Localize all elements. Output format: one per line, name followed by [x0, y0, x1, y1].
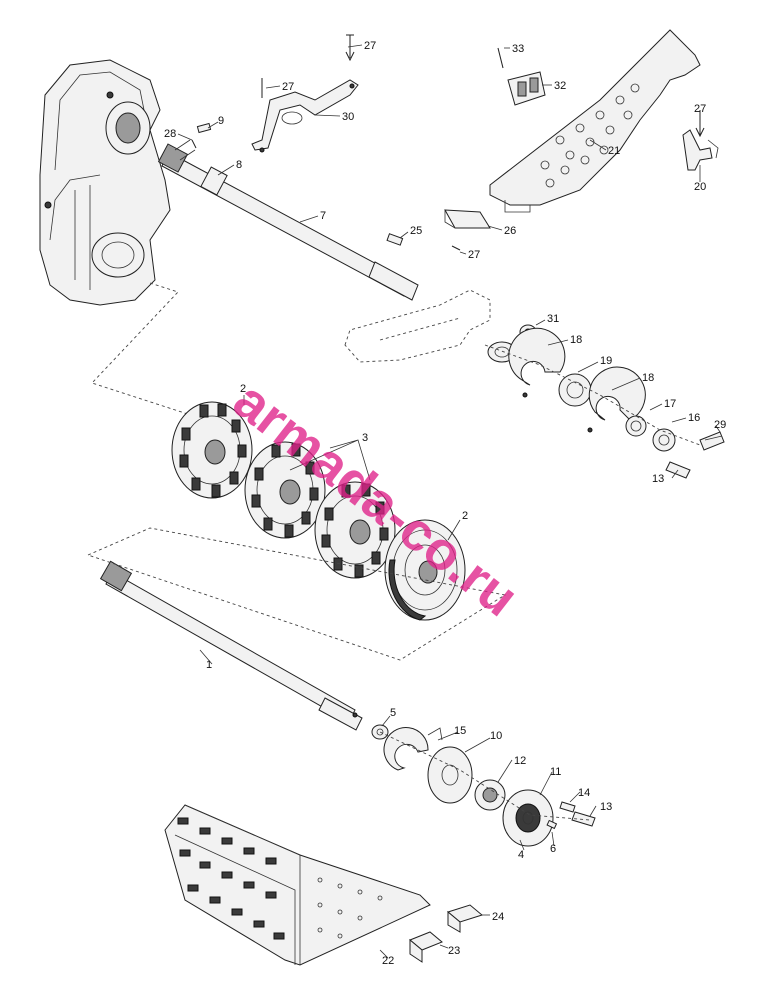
callout-25: 25: [410, 225, 422, 237]
lower-axis-line: [379, 731, 591, 821]
chaincase-housing: [39, 59, 171, 306]
sprocket-3-b: [314, 481, 396, 579]
callout-22: 22: [382, 955, 394, 967]
callout-9: 9: [218, 115, 224, 127]
callout-19: 19: [600, 355, 612, 367]
bearing-flange-18b: [587, 366, 646, 433]
callout-4: 4: [518, 849, 524, 861]
bearing-flange-18a: [508, 327, 566, 398]
sprocket-3-a: [244, 441, 326, 539]
callout-14: 14: [578, 787, 590, 799]
callout-12: 12: [514, 755, 526, 767]
leader-lines: [177, 44, 721, 959]
callout-11: 11: [550, 766, 561, 778]
callout-18-bottom: 18: [642, 372, 654, 384]
assembly-dashed-outline-top: [91, 282, 201, 419]
frame-support: [344, 289, 491, 363]
bearing-19: [558, 373, 592, 407]
callout-17: 17: [664, 398, 676, 410]
callout-30: 30: [342, 111, 354, 123]
callout-33: 33: [512, 43, 524, 55]
clip-24: [446, 904, 484, 933]
pin-28: [191, 139, 197, 149]
upper-drive-shaft: [157, 139, 419, 301]
callout-32: 32: [554, 80, 566, 92]
callout-2-right: 2: [462, 510, 468, 522]
callout-10: 10: [490, 730, 502, 742]
callout-8: 8: [236, 159, 242, 171]
pin-6: [546, 819, 558, 830]
flange-15: [383, 727, 443, 771]
callout-2-left: 2: [240, 383, 246, 395]
callout-27-top: 27: [364, 40, 376, 52]
screw-33: [497, 47, 504, 69]
bolt-29: [699, 431, 725, 451]
callout-labels: 27 27 30 9 28 8 7 25 26 27 33 32 21 27 2…: [164, 40, 726, 967]
key-9: [196, 122, 212, 134]
callout-1: 1: [206, 659, 212, 671]
callout-18-top: 18: [570, 334, 582, 346]
bolt-27-right: [695, 110, 705, 138]
bearing-12: [474, 779, 506, 811]
callout-31: 31: [547, 313, 559, 325]
wheel-2-right: [384, 519, 466, 621]
callout-24: 24: [492, 911, 504, 923]
callout-13-lower: 13: [600, 801, 612, 813]
callout-13-upper: 13: [652, 473, 664, 485]
sprocket-11: [502, 789, 554, 847]
bracket-30: [251, 79, 359, 153]
bolt-13-lower: [571, 811, 596, 827]
callout-27-right: 27: [694, 103, 706, 115]
sprocket-3-callout-lines: [289, 439, 371, 481]
track-22: [164, 804, 431, 966]
callout-27-left: 27: [282, 81, 294, 93]
clip-23: [409, 931, 443, 963]
callout-29: 29: [714, 419, 726, 431]
bolt-14: [559, 801, 576, 813]
bracket-20: [682, 129, 719, 171]
assembly-dashed-outline-bottom: [87, 527, 507, 661]
washer-16: [652, 428, 676, 452]
callout-28: 28: [164, 128, 176, 140]
key-25: [386, 233, 404, 246]
pin-27-small: [451, 245, 461, 251]
panel-21: [489, 29, 701, 213]
callout-3: 3: [362, 432, 368, 444]
callout-5: 5: [390, 707, 396, 719]
seal-17: [625, 415, 647, 437]
panel-21-holes: [540, 83, 640, 188]
callout-20: 20: [694, 181, 706, 193]
callout-26: 26: [504, 225, 516, 237]
clip-32: [507, 71, 546, 106]
bolt-27-top: [345, 34, 355, 62]
callout-6: 6: [550, 843, 556, 855]
callout-16: 16: [688, 412, 700, 424]
callout-21: 21: [608, 145, 620, 157]
callout-15: 15: [454, 725, 466, 737]
callout-23: 23: [448, 945, 460, 957]
plate-10: [427, 746, 473, 804]
sprocket-2-left: [171, 401, 253, 499]
block-26: [444, 209, 491, 229]
callout-27-bottom: 27: [468, 249, 480, 261]
lower-drive-shaft: [99, 560, 363, 731]
callout-7: 7: [320, 210, 326, 222]
